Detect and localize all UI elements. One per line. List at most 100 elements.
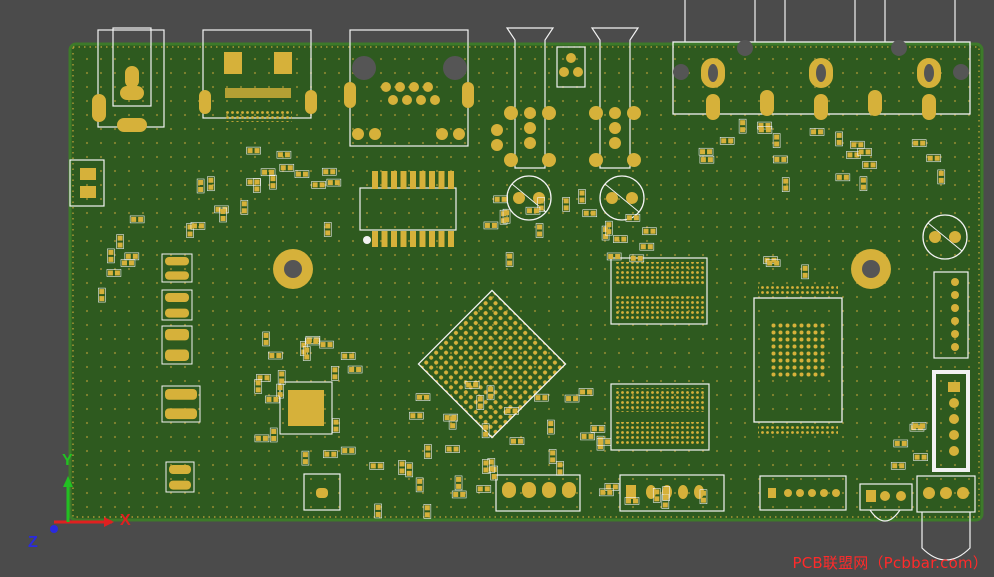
smd-part [564,394,580,403]
smd-part [302,346,311,361]
smd-part [276,383,284,399]
smd-part [578,189,586,204]
soic-pin [372,231,378,247]
smd-part [268,351,283,360]
audio-jack-1 [491,27,556,169]
axis-indicator [50,476,114,533]
smd-part [254,379,263,394]
inductor [161,289,193,321]
smd-part [415,393,431,401]
smd-part [323,450,338,459]
header-right-2 [932,370,970,472]
smd-part [347,365,363,374]
smd-part [926,154,942,163]
smd-part [190,222,206,230]
smd-part [319,340,334,349]
smd-part [624,497,640,505]
smd-part [850,140,865,149]
smd-part [662,486,670,501]
smd-part [464,381,480,389]
smd-part [509,437,525,446]
smd-part [107,248,115,264]
smd-part [207,176,215,192]
smd-part [493,195,508,204]
smd-part [269,427,278,443]
smd-part [276,150,292,159]
capacitor-c2 [599,175,645,221]
smd-part [486,385,495,401]
smd-part [260,168,276,177]
smd-part [642,227,657,236]
side-header [69,159,105,207]
smd-part [129,215,145,224]
power-jack [92,27,165,132]
memory-chip-1 [610,257,708,325]
smd-part [772,133,781,148]
smd-part [504,407,519,415]
mounting-hole-right [851,249,891,289]
smd-part [801,264,809,280]
smd-part [719,137,735,145]
smd-part [846,151,861,159]
smd-part [859,176,868,191]
smd-part [505,252,514,267]
soic-pin [438,171,445,189]
smd-part [738,118,747,134]
bottom-connector-3 [759,475,847,511]
smd-part [535,223,544,238]
smd-part [893,439,909,448]
smd-part [598,488,614,497]
capacitor-c3 [922,214,968,260]
smd-part [537,197,545,212]
smd-part [476,485,492,493]
smd-part [534,393,549,402]
soic-pin [391,231,397,247]
smd-part [937,169,946,185]
smd-part [525,206,541,215]
smd-part [596,437,612,446]
smd-part [890,461,906,470]
smd-part [340,446,356,455]
bga-processor [417,289,567,439]
smd-part [547,419,555,435]
soic-pin [429,231,435,247]
soic-pin [419,171,426,189]
smd-part [698,147,714,156]
smd-part [301,450,310,466]
soic-pin [448,231,454,247]
smd-part [415,477,424,493]
smd-part [499,209,508,225]
smd-part [476,395,485,410]
smd-part [548,449,557,464]
smd-part [398,460,406,475]
smd-part [326,178,342,187]
flash-chip [753,286,843,434]
soic-ic [359,171,457,247]
smd-part [911,422,927,430]
smd-part [765,259,781,267]
soic-pin [410,171,416,189]
smd-part [757,126,773,134]
bottom-connector-1 [495,474,581,512]
soic-pin [391,171,397,189]
smd-part [443,413,458,422]
smd-part [240,199,249,215]
soic-pin [419,231,426,247]
smd-part [911,139,927,147]
smd-part [246,178,261,186]
soic-pin [372,171,378,189]
smd-part [857,148,872,156]
smd-part [196,178,205,194]
smd-part [120,259,136,267]
smd-part [332,418,340,433]
smd-part [246,146,261,155]
inductor [161,325,193,365]
smd-part [279,163,295,172]
smd-part [699,489,708,505]
smd-part [186,223,194,238]
y-axis-label: Y [62,452,73,469]
smd-part [369,462,385,470]
smd-part [490,465,498,481]
smd-part [835,131,843,147]
